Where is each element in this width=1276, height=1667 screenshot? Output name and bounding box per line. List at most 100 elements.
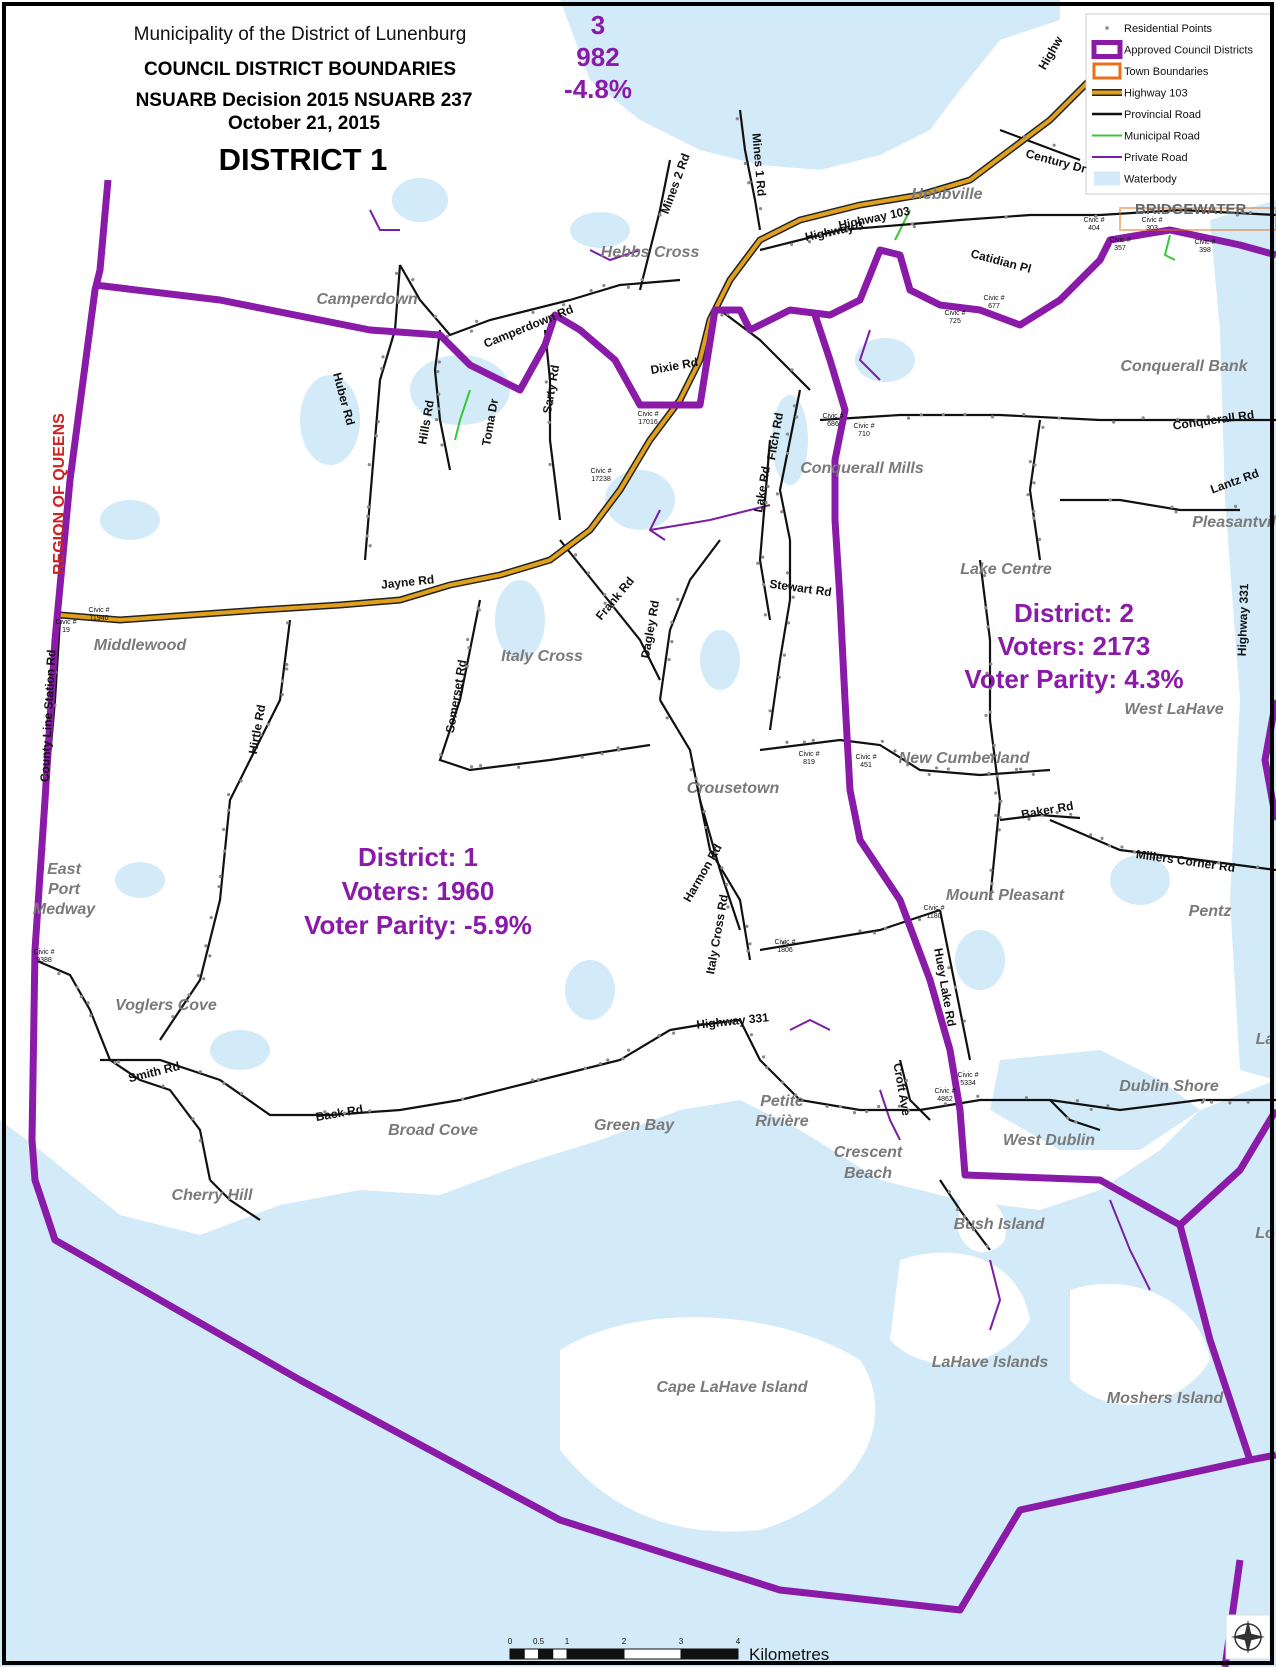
residential-point xyxy=(1202,1098,1206,1102)
residential-point xyxy=(606,1058,610,1062)
scale-tick: 0 xyxy=(508,1637,513,1646)
residential-point xyxy=(227,792,231,797)
residential-point xyxy=(764,500,768,505)
residential-point xyxy=(1100,836,1104,840)
residential-point xyxy=(1032,509,1036,514)
residential-point xyxy=(374,434,378,438)
place-label: Beach xyxy=(844,1165,892,1182)
residential-point xyxy=(919,413,923,417)
residential-point xyxy=(782,653,786,657)
residential-point xyxy=(1031,772,1035,776)
road-west-lahave xyxy=(978,559,1002,901)
municipal-road xyxy=(1163,234,1176,261)
district-stat: Voters: 2173 xyxy=(998,631,1151,661)
legend-label: Highway 103 xyxy=(1124,88,1188,100)
residential-point xyxy=(367,463,371,467)
residential-point xyxy=(999,799,1003,803)
legend-label: Residential Points xyxy=(1124,23,1213,35)
residential-point xyxy=(768,709,772,713)
legend-label: Municipal Road xyxy=(1124,131,1200,143)
residential-point xyxy=(223,849,227,853)
place-label: Green Bay xyxy=(594,1117,675,1134)
residential-point xyxy=(477,608,481,612)
header-date: October 21, 2015 xyxy=(228,113,381,134)
residential-point xyxy=(743,161,747,165)
residential-point xyxy=(586,571,591,575)
lake-italy-cross xyxy=(495,580,545,660)
road-highway-3 xyxy=(759,208,1276,252)
lake-frank xyxy=(392,178,448,222)
residential-point xyxy=(998,815,1002,820)
residential-point xyxy=(266,723,270,727)
legend-item: Town Boundaries xyxy=(1092,62,1209,80)
scale-segment xyxy=(566,1648,625,1660)
road-lake xyxy=(758,439,772,621)
residential-point xyxy=(790,368,794,372)
residential-point xyxy=(726,1019,730,1024)
place-label: East xyxy=(47,861,81,878)
residential-point xyxy=(761,583,766,587)
highway-103-fill xyxy=(59,68,1102,623)
road-sarty xyxy=(543,329,562,521)
civic-label: Civic #17238 xyxy=(590,468,611,483)
residential-point xyxy=(758,207,763,211)
town-label: BRIDGEWATER xyxy=(1135,201,1247,218)
place-label: Hebbs Cross xyxy=(601,244,700,261)
residential-point xyxy=(589,288,593,293)
residential-point xyxy=(953,985,958,989)
residential-point xyxy=(910,222,914,226)
residential-point xyxy=(381,355,385,359)
lake-middlewood xyxy=(100,500,160,540)
residential-point xyxy=(1120,845,1124,849)
residential-point xyxy=(280,679,285,683)
residential-point xyxy=(394,271,399,275)
residential-point xyxy=(971,1228,976,1232)
road-huber xyxy=(363,264,402,561)
road-dagley xyxy=(658,539,721,701)
private-road xyxy=(648,509,666,541)
residential-point xyxy=(475,319,479,323)
place-label: Camperdown xyxy=(316,291,418,308)
residential-point xyxy=(117,1060,121,1064)
residential-point xyxy=(113,1060,117,1065)
residential-point xyxy=(1209,1100,1214,1104)
district-stat: Voters: 1960 xyxy=(342,876,495,906)
residential-point xyxy=(963,412,967,416)
residential-point xyxy=(1248,210,1252,215)
residential-point xyxy=(1069,812,1073,816)
residential-point xyxy=(226,808,231,812)
residential-point xyxy=(943,1102,947,1106)
residential-point xyxy=(603,593,607,597)
residential-point xyxy=(917,917,922,922)
residential-point xyxy=(1256,865,1260,869)
district-1-2-divider xyxy=(811,313,1276,1229)
residential-point xyxy=(580,755,584,759)
residential-point xyxy=(828,233,832,237)
residential-point xyxy=(171,1014,175,1019)
private-road xyxy=(369,209,400,231)
residential-point xyxy=(795,415,799,419)
residential-point xyxy=(1028,460,1032,464)
residential-point xyxy=(1055,810,1059,815)
residential-point xyxy=(161,1084,165,1088)
residential-point xyxy=(994,813,998,818)
place-label: Crescent xyxy=(834,1144,903,1161)
residential-point xyxy=(665,716,669,720)
place-label: Broad Cove xyxy=(388,1122,478,1139)
place-label: Bush Island xyxy=(954,1216,1046,1233)
residential-point xyxy=(670,640,674,644)
private-road xyxy=(989,1259,1002,1331)
residential-point xyxy=(671,1031,676,1035)
civic-label: Civic #5334 xyxy=(957,1072,978,1087)
residential-point xyxy=(1094,214,1098,218)
private-road xyxy=(789,1018,831,1031)
residential-point xyxy=(626,285,631,289)
residential-point xyxy=(466,637,470,642)
place-label: LaHave Islands xyxy=(932,1354,1049,1371)
residential-point xyxy=(1228,1101,1232,1105)
residential-point xyxy=(1107,844,1111,848)
residential-point xyxy=(1089,1107,1093,1112)
